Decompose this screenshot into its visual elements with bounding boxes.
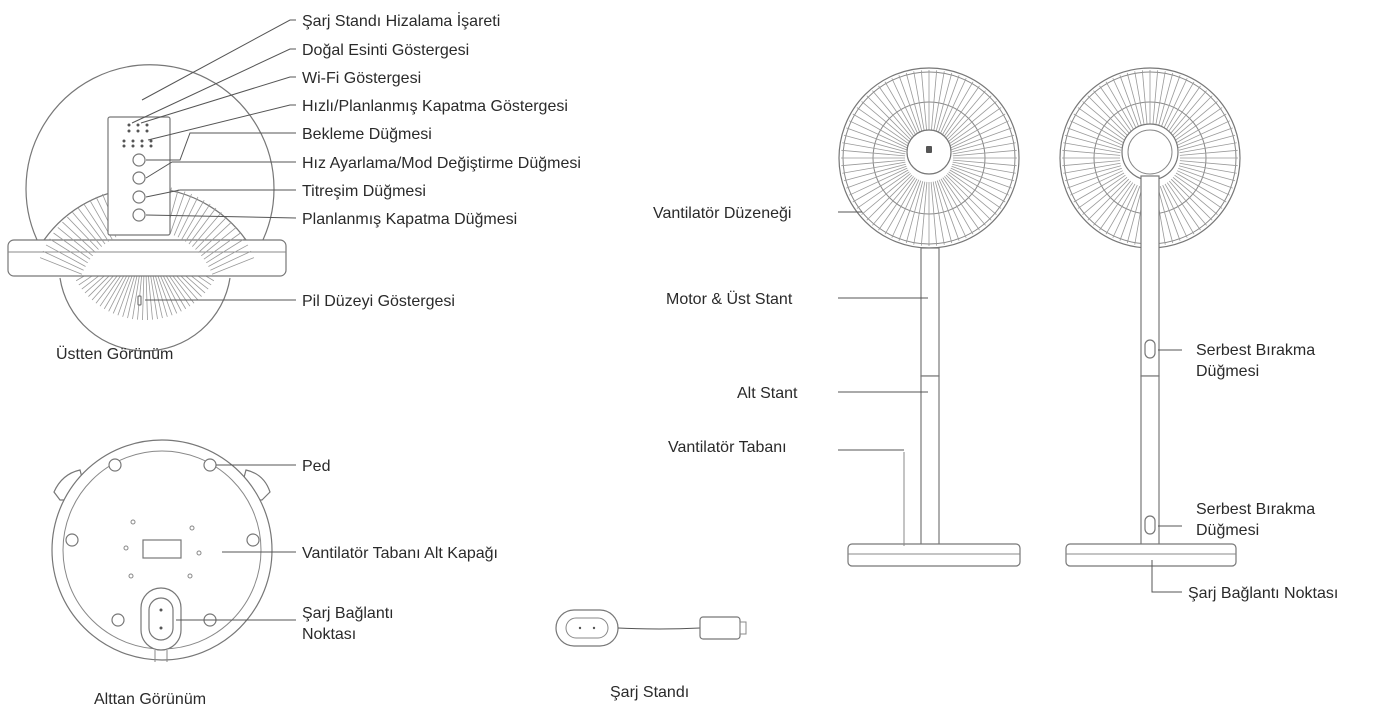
standby-button-icon: [132, 153, 146, 167]
bottom-view-leaders: [176, 464, 296, 621]
charging-stand-dock-inner: [565, 617, 609, 639]
label-standby-button: Bekleme Düğmesi: [302, 126, 432, 143]
label-release-button-upper-1: Serbest Bırakma: [1196, 342, 1315, 359]
front-upper-stand: [920, 247, 940, 377]
back-fan-base: [1065, 543, 1237, 567]
top-view-body: [25, 64, 275, 247]
caption-charging-stand: Şarj Standı: [610, 684, 689, 701]
label-pad: Ped: [302, 458, 330, 475]
indicator-dots: [122, 123, 153, 148]
timer-button-icon: [132, 208, 146, 222]
label-timer-button: Planlanmış Kapatma Düğmesi: [302, 211, 517, 228]
label-oscillation-button: Titreşim Düğmesi: [302, 183, 426, 200]
charging-stand-cable: [617, 627, 701, 630]
label-release-button-upper-2: Düğmesi: [1196, 363, 1259, 380]
label-base-cover: Vantilatör Tabanı Alt Kapağı: [302, 545, 498, 562]
label-speed-mode-button: Hız Ayarlama/Mod Değiştirme Düğmesi: [302, 155, 581, 172]
label-charging-port-side: Şarj Bağlantı Noktası: [1188, 585, 1338, 602]
top-view-leaders: [131, 19, 297, 301]
caption-top-view: Üstten Görünüm: [56, 345, 173, 363]
label-fan-base: Vantilatör Tabanı: [668, 439, 787, 456]
label-release-button-lower-1: Serbest Bırakma: [1196, 501, 1315, 518]
label-charging-port-1: Şarj Bağlantı: [302, 605, 394, 622]
side-view-leaders: [838, 211, 1182, 593]
side-view-back: [1059, 67, 1241, 567]
top-view-lower-ring: [59, 277, 231, 352]
label-release-button-lower-2: Düğmesi: [1196, 522, 1259, 539]
label-charging-port-2: Noktası: [302, 626, 356, 643]
label-timer-indicator: Hızlı/Planlanmış Kapatma Göstergesi: [302, 98, 568, 115]
side-view-front: [838, 67, 1021, 567]
charging-stand-figure: Şarj Standı: [555, 609, 747, 701]
label-wifi-indicator: Wi-Fi Göstergesi: [302, 70, 421, 87]
bottom-view-label-plate: [142, 539, 182, 559]
bottom-view-port-channel: [154, 650, 168, 662]
front-fan-spokes: [841, 70, 1017, 246]
back-fan-spokes: [1062, 70, 1238, 246]
bottom-view-screws: [123, 519, 202, 579]
label-motor-upper-stand: Motor & Üst Stant: [666, 290, 793, 308]
charging-stand-dock: [555, 609, 619, 647]
caption-bottom-view: Alttan Görünüm: [94, 691, 206, 708]
label-alignment-mark: Şarj Standı Hizalama İşareti: [302, 11, 500, 30]
oscillation-button-icon: [132, 190, 146, 204]
top-view-base-plate: [7, 239, 287, 277]
lower-release-button-icon: [1144, 515, 1156, 535]
label-fan-assembly: Vantilatör Düzeneği: [653, 205, 791, 222]
brand-logo-icon: [926, 146, 932, 153]
speed-mode-button-icon: [132, 171, 146, 185]
label-natural-breeze: Doğal Esinti Göstergesi: [302, 42, 469, 59]
front-fan-base: [847, 543, 1021, 567]
label-lower-stand: Alt Stant: [737, 385, 798, 402]
charging-stand-adapter-plug: [739, 621, 747, 635]
upper-release-button-icon: [1144, 339, 1156, 359]
front-lower-stand: [920, 375, 940, 547]
battery-indicator-icon: [137, 295, 142, 306]
top-view-figure: Şarj Standı Hizalama İşareti Doğal Esint…: [7, 11, 581, 363]
bottom-view-charging-port-inner: [148, 597, 174, 641]
back-motor-housing: [1121, 123, 1179, 181]
charging-stand-adapter: [699, 616, 741, 640]
label-battery-indicator: Pil Düzeyi Göstergesi: [302, 293, 455, 310]
bottom-view-figure: Ped Vantilatör Tabanı Alt Kapağı Şarj Ba…: [51, 439, 498, 708]
